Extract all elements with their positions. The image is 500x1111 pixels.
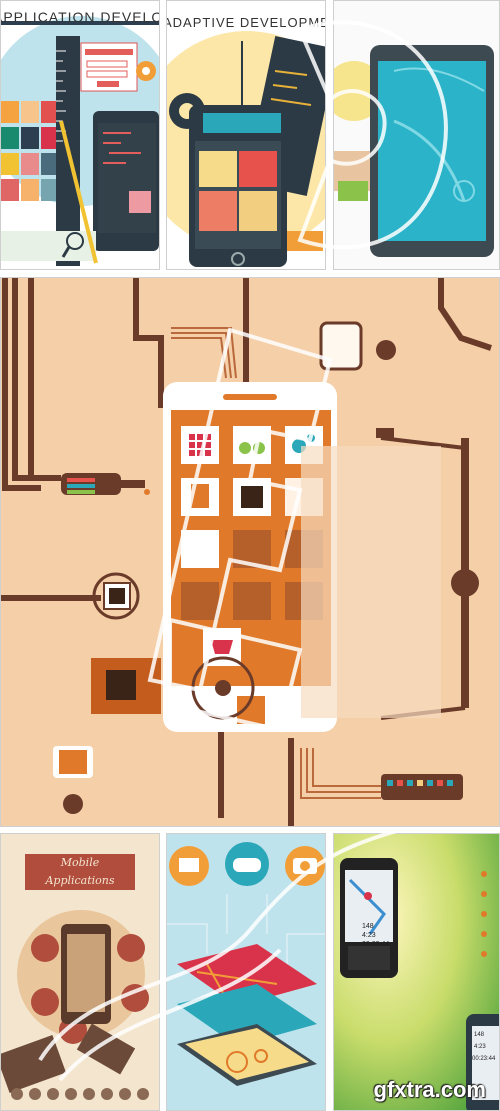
color-palette-grid: [1, 101, 59, 201]
panel-app-development[interactable]: APPLICATION DEVELOPMENT: [0, 0, 160, 270]
panel-mobile-factory[interactable]: [0, 277, 500, 827]
gamepad-icon: [225, 842, 269, 886]
camera-icon: [285, 846, 325, 886]
layered-app-illustration: [167, 842, 325, 1086]
phone-stat-heart-value: 148: [362, 923, 374, 930]
app-development-illustration: [1, 16, 159, 266]
fitness-phone-illustration: [334, 834, 499, 1110]
phone-stat-pace-value: 4:23: [362, 932, 376, 939]
small-phone-stat-1: 148: [474, 1032, 485, 1038]
panel-teal-tablet[interactable]: [333, 0, 500, 270]
panel-fitness-phone[interactable]: 148 4:23 00:23:44 148 4:23 00:23:44: [333, 833, 500, 1111]
mobile-applications-ribbon: Mobile Applications: [25, 854, 135, 890]
adaptive-development-caption: ADAPTIVE DEVELOPMENT: [166, 15, 325, 30]
panel-layered-app[interactable]: [166, 833, 326, 1111]
teal-tablet-illustration: [334, 1, 499, 269]
adaptive-development-illustration: [167, 31, 325, 267]
small-phone-stat-2: 4:23: [474, 1044, 486, 1050]
panel-mobile-applications[interactable]: Mobile Applications: [0, 833, 160, 1111]
phone-stat-time-value: 00:23:44: [362, 941, 390, 948]
panel-adaptive-development[interactable]: ADAPTIVE DEVELOPMENT: [166, 0, 326, 270]
mail-icon: [169, 846, 209, 886]
mobile-factory-illustration: [1, 278, 492, 826]
small-phone-stat-3: 00:23:44: [472, 1056, 496, 1062]
app-development-caption: APPLICATION DEVELOPMENT: [0, 9, 159, 25]
watermark-site-label: gfxtra.com: [373, 1077, 486, 1102]
